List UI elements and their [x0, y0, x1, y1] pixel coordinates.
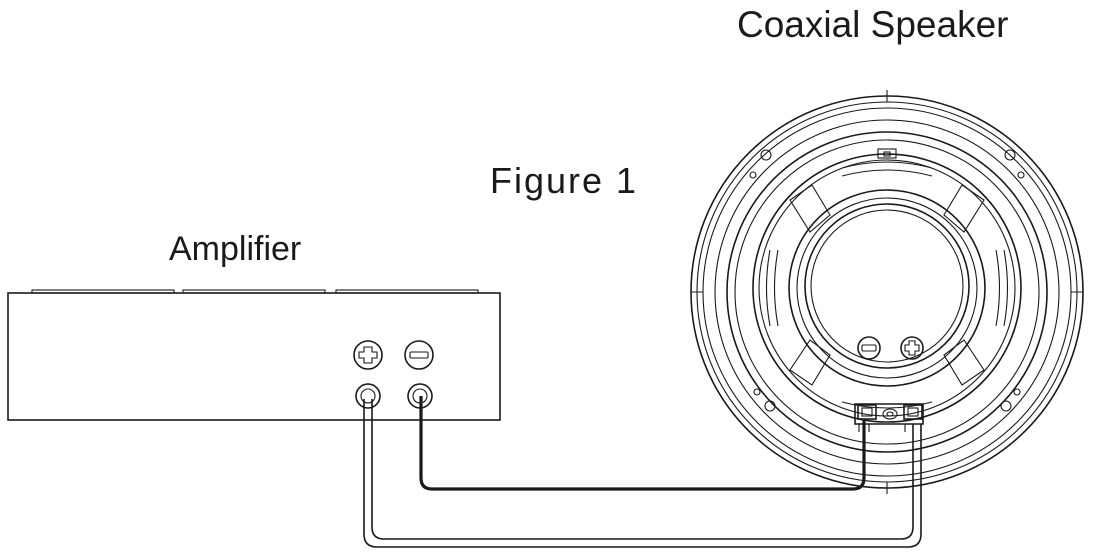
figure-caption: Figure 1 [490, 160, 639, 201]
speaker-label: Coaxial Speaker [737, 4, 1009, 45]
speaker-terminal-block [854, 403, 924, 432]
amplifier-body [7, 289, 501, 421]
amplifier-positive-terminal [355, 383, 381, 409]
coaxial-speaker [690, 90, 1084, 494]
speaker-minus-symbol-icon [857, 336, 881, 360]
positive-wire [363, 399, 922, 548]
speaker-plus-symbol-icon [900, 336, 924, 360]
amplifier-plus-symbol-icon [353, 340, 383, 370]
amplifier-label: Amplifier [169, 230, 302, 268]
amplifier-minus-symbol-icon [404, 340, 434, 370]
negative-wire [419, 396, 866, 491]
